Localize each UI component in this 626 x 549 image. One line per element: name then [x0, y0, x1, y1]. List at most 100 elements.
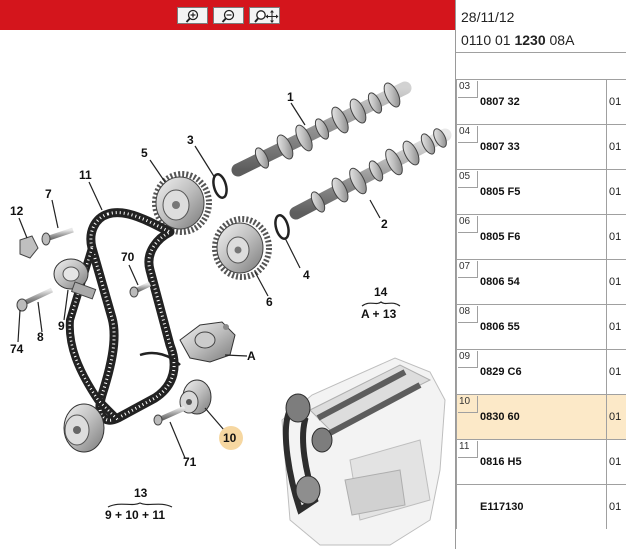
callout-5[interactable]: 5: [141, 146, 148, 160]
row-index: 03: [458, 81, 478, 98]
part-reference[interactable]: 0805 F6: [480, 231, 521, 243]
zoom-pan-icon: [254, 10, 279, 23]
cap-12: [19, 235, 39, 259]
row-divider: [606, 485, 607, 529]
row-border: [456, 125, 457, 169]
camshaft-exhaust: [289, 128, 452, 220]
row-index: 07: [458, 261, 478, 278]
row-divider: [606, 395, 607, 439]
part-quantity: 01: [609, 141, 622, 153]
part-reference[interactable]: 0806 54: [480, 276, 520, 288]
catalog-reference-suffix: 08A: [545, 32, 575, 48]
camshaft-seal-3: [212, 173, 228, 199]
zoom-pan-button[interactable]: [249, 7, 280, 24]
parts-row[interactable]: E117130 01: [456, 484, 626, 529]
part-reference[interactable]: 0816 H5: [480, 456, 522, 468]
callout-1[interactable]: 1: [287, 90, 294, 104]
row-index: 10: [458, 396, 478, 413]
callout-4[interactable]: 4: [303, 268, 310, 282]
row-divider: [606, 125, 607, 169]
callout-9[interactable]: 9: [58, 319, 65, 333]
callout-14[interactable]: 14: [374, 285, 388, 299]
callout-2[interactable]: 2: [381, 217, 388, 231]
engine-block-overview: [281, 357, 446, 546]
bolt-8: [16, 287, 54, 312]
row-divider: [606, 350, 607, 394]
row-divider: [606, 305, 607, 349]
tensioner-9: [53, 258, 97, 300]
row-divider: [606, 260, 607, 304]
belt-direction-mark: [139, 351, 181, 366]
row-divider: [606, 440, 607, 484]
row-index: 11: [458, 441, 478, 458]
callout-12[interactable]: 12: [10, 204, 24, 218]
part-reference[interactable]: 0807 33: [480, 141, 520, 153]
row-border: [456, 260, 457, 304]
row-divider: [606, 80, 607, 124]
row-border: [456, 395, 457, 439]
row-index: 05: [458, 171, 478, 188]
leader-lines: [17, 102, 381, 459]
row-index: 09: [458, 351, 478, 368]
row-index: 06: [458, 216, 478, 233]
part-quantity: 01: [609, 186, 622, 198]
row-index: 04: [458, 126, 478, 143]
part-reference[interactable]: 0830 60: [480, 411, 520, 423]
callout-3[interactable]: 3: [187, 133, 194, 147]
part-reference[interactable]: 0807 32: [480, 96, 520, 108]
zoom-in-icon: [185, 9, 199, 23]
brace-14: [361, 301, 401, 307]
timing-belt-11: [86, 208, 179, 425]
camshaft-seal-4: [274, 214, 290, 240]
water-pump: [179, 321, 236, 363]
zoom-out-button[interactable]: [213, 7, 244, 24]
callout-6[interactable]: 6: [266, 295, 273, 309]
row-border: [456, 440, 457, 484]
part-quantity: 01: [609, 501, 622, 513]
callout-14-members: A + 13: [361, 307, 397, 321]
part-reference[interactable]: 0829 C6: [480, 366, 522, 378]
camshaft-pulley-6: [212, 216, 272, 280]
row-index: 08: [458, 306, 478, 323]
bolt-70: [129, 281, 152, 298]
callout-13[interactable]: 13: [134, 486, 148, 500]
part-quantity: 01: [609, 231, 622, 243]
catalog-date: 28/11/12: [461, 9, 515, 25]
row-border: [456, 170, 457, 214]
row-border: [456, 485, 457, 529]
diagram-toolbar: [0, 0, 455, 30]
callout-74[interactable]: 74: [10, 342, 24, 356]
callout-70[interactable]: 70: [121, 250, 135, 264]
callout-A[interactable]: A: [247, 349, 256, 363]
part-quantity: 01: [609, 96, 622, 108]
bolt-71: [153, 405, 187, 426]
row-border: [456, 350, 457, 394]
callout-10[interactable]: 10: [223, 431, 237, 445]
callout-7[interactable]: 7: [45, 187, 52, 201]
zoom-out-icon: [221, 9, 235, 23]
part-reference[interactable]: 0806 55: [480, 321, 520, 333]
zoom-in-button[interactable]: [177, 7, 208, 24]
callout-highlight-10: [219, 426, 243, 450]
part-reference[interactable]: E117130: [480, 501, 524, 513]
callout-8[interactable]: 8: [37, 330, 44, 344]
part-reference[interactable]: 0805 F5: [480, 186, 521, 198]
part-quantity: 01: [609, 456, 622, 468]
callout-71[interactable]: 71: [183, 455, 197, 469]
bolt-7: [41, 227, 74, 246]
camshaft-intake: [231, 81, 412, 177]
callout-11[interactable]: 11: [79, 168, 92, 182]
part-quantity: 01: [609, 276, 622, 288]
part-quantity: 01: [609, 321, 622, 333]
